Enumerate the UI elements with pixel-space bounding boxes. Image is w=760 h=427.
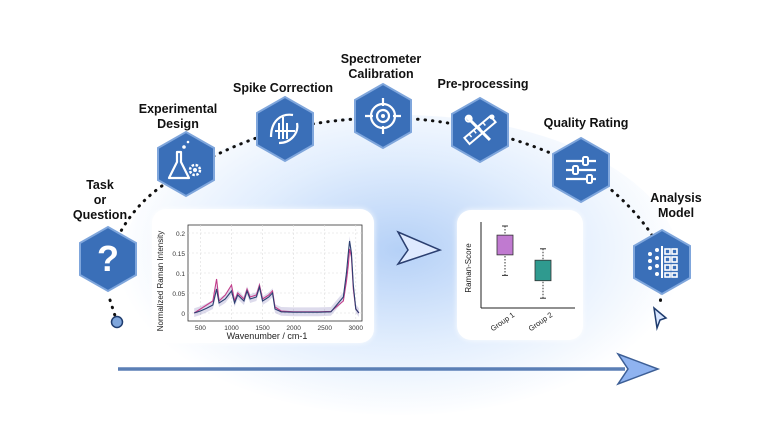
sliders-icon (552, 136, 610, 204)
spectrum-ytick: 0.1 (176, 271, 185, 278)
model-grid-icon (633, 228, 691, 296)
dotted-arc-tail (658, 283, 664, 307)
tools-icon (451, 96, 509, 164)
spectrum-ytick: 0.15 (172, 251, 185, 258)
spectrum-xlabel: Wavenumber / cm-1 (227, 331, 308, 341)
spectrum-ytick: 0 (181, 311, 185, 318)
boxplot-box (496, 234, 514, 256)
timeline-arrowhead (616, 352, 661, 386)
boxplot-category-label: Group 1 (489, 310, 516, 333)
boxplot-chart: Raman-Score Group 1 Group 2 (464, 222, 575, 333)
label-pre-processing: Pre-processing (437, 77, 529, 91)
spectrum-xtick: 500 (195, 325, 206, 332)
spectrum-xtick: 2000 (286, 325, 301, 332)
spectrum-xtick: 3000 (349, 325, 364, 332)
spectrum-ytick: 0.2 (176, 231, 185, 238)
start-dot (110, 315, 124, 329)
label-analysis-model: Analysis Model (650, 191, 702, 220)
label-quality-rating: Quality Rating (543, 116, 629, 130)
boxplot-box (534, 259, 552, 282)
spectrum-series-line (194, 240, 360, 314)
boxplot-panel: Raman-Score Group 1 Group 2 (457, 210, 583, 340)
label-spike-correction: Spike Correction (232, 81, 334, 95)
end-arrowhead (652, 306, 668, 331)
spectrum-series-line (193, 248, 360, 314)
boxplot-ylabel: Raman-Score (464, 243, 473, 293)
spectrum-panel: Normalized Raman Intensity Wavenumber / … (152, 209, 374, 343)
target-icon (354, 82, 412, 150)
boxplot-category-label: Group 2 (527, 310, 554, 333)
question-icon: ? (79, 225, 137, 293)
flask-gear-icon (157, 130, 215, 198)
spectrum-xtick: 1000 (224, 325, 239, 332)
spectrum-ytick: 0.05 (172, 291, 185, 298)
spectrum-ylabel: Normalized Raman Intensity (156, 231, 165, 331)
spike-correction-icon (256, 95, 314, 163)
mid-arrow (396, 230, 443, 266)
label-experimental-design: Experimental Design (138, 102, 218, 131)
label-task: Task or Question (72, 178, 128, 222)
svg-text:?: ? (97, 238, 119, 279)
spectrum-band (194, 236, 359, 317)
spectrum-xtick: 2500 (317, 325, 332, 332)
spectrum-chart: Normalized Raman Intensity Wavenumber / … (156, 224, 364, 341)
spectrum-xtick: 1500 (255, 325, 270, 332)
label-spectrometer-calibration: Spectrometer Calibration (340, 52, 422, 81)
